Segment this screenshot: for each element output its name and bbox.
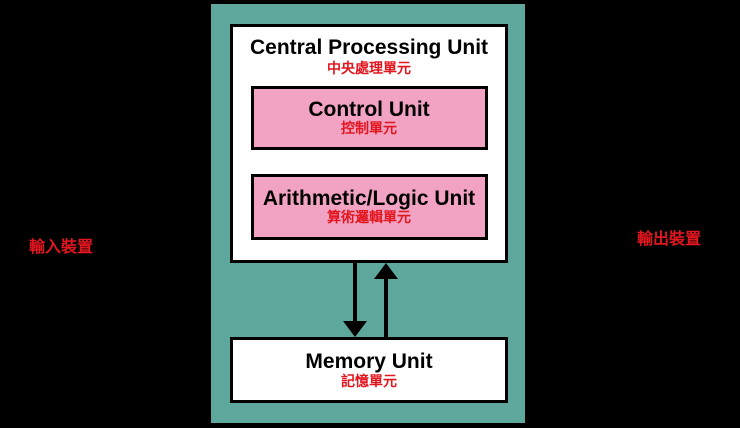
control-unit-box: Control Unit 控制單元 (250, 86, 488, 150)
control-unit-title-chinese: 控制單元 (341, 121, 397, 137)
cpu-to-memory-arrow-stem (353, 262, 357, 324)
cpu-box: Central Processing Unit 中央處理單元 Control U… (230, 24, 508, 263)
arithmetic-logic-unit-box: Arithmetic/Logic Unit 算術邏輯單元 (250, 174, 488, 240)
memory-unit-box: Memory Unit 記憶單元 (230, 337, 508, 403)
cpu-title-chinese: 中央處理單元 (327, 61, 411, 77)
memory-unit-title: Memory Unit (305, 349, 433, 373)
control-unit-title: Control Unit (308, 98, 430, 121)
cpu-title: Central Processing Unit (249, 36, 489, 59)
output-device-label: 輸出裝置 (636, 229, 701, 248)
input-device-label: 輸入裝置 (28, 237, 93, 256)
arithmetic-logic-unit-title: Arithmetic/Logic Unit (262, 187, 476, 210)
memory-to-cpu-arrow-stem (384, 277, 388, 338)
memory-unit-title-chinese: 記憶單元 (341, 373, 397, 390)
memory-to-cpu-arrowhead-icon (374, 263, 398, 279)
arithmetic-logic-unit-title-chinese: 算術邏輯單元 (327, 210, 411, 226)
cpu-to-memory-arrowhead-icon (343, 321, 367, 337)
